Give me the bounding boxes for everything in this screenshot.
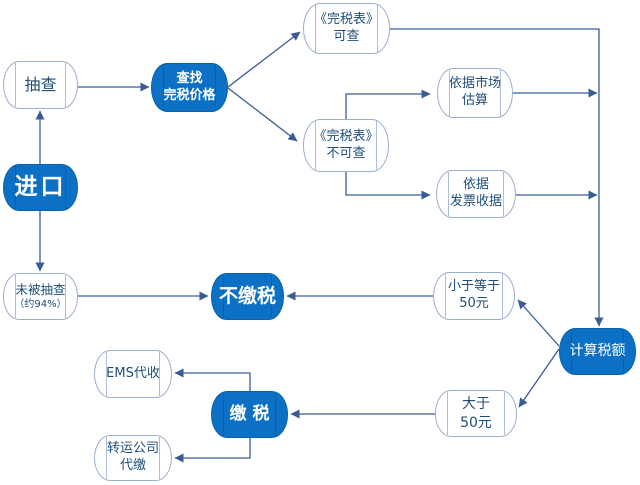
node-import-label: 进口 (14, 173, 67, 200)
node-pay-tax-label: 缴 税 (229, 404, 270, 425)
node-forwarder-pay: 转运公司 代缴 (94, 435, 172, 481)
node-table-available: 《完税表》 可查 (303, 3, 390, 54)
node-ems-collect-label: EMS代收 (106, 365, 160, 381)
node-pay-tax: 缴 税 (211, 391, 288, 438)
node-forwarder-pay-line1: 转运公司 (106, 441, 159, 457)
connector-calculate-tax-gt50 (518, 348, 560, 408)
node-invoice-receipt-line2: 发票收据 (449, 194, 502, 209)
node-invoice-receipt: 依据 发票收据 (436, 170, 516, 218)
node-table-available-line1: 《完税表》 (313, 11, 379, 27)
node-table-unavailable-line1: 《完税表》 (313, 128, 379, 144)
node-gt50: 大于 50元 (435, 390, 517, 437)
node-lte50: 小于等于 50元 (433, 272, 515, 320)
node-gt50-line2: 50元 (460, 414, 492, 431)
node-calculate-tax: 计算税额 (559, 328, 636, 375)
node-lte50-line2: 50元 (459, 296, 489, 311)
node-import: 进口 (3, 164, 78, 211)
connector-find-price-table-unavailable (227, 87, 298, 142)
node-not-checked-line1: 未被抽查 (15, 281, 66, 297)
node-lte50-line1: 小于等于 (447, 279, 500, 295)
connector-table-unavailable-invoice-receipt (345, 172, 431, 200)
node-forwarder-pay-line2: 代缴 (119, 458, 146, 473)
node-table-unavailable-line2: 不可查 (326, 145, 366, 161)
node-find-price-line1: 查找 (176, 70, 203, 86)
node-market-estimate-line2: 估算 (461, 93, 488, 108)
node-no-tax-label: 不缴税 (218, 285, 276, 308)
connector-pay-tax-ems (174, 368, 251, 391)
connector-table-unavailable-market-estimate (345, 89, 431, 119)
node-spot-check-label: 抽查 (24, 74, 57, 94)
node-calculate-tax-label: 计算税额 (569, 343, 626, 360)
node-not-checked: 未被抽查 （约94%） (3, 273, 78, 320)
node-table-available-line2: 可查 (333, 28, 360, 44)
connector-table-available-calculate-tax (390, 28, 604, 327)
node-spot-check: 抽查 (3, 61, 78, 109)
node-market-estimate: 依据市场 估算 (437, 68, 513, 118)
connector-pay-tax-forwarder (174, 438, 251, 463)
node-gt50-line1: 大于 (462, 396, 490, 413)
node-not-checked-line2: （约94%） (14, 299, 67, 311)
node-table-unavailable: 《完税表》 不可查 (303, 119, 389, 172)
connector-calculate-tax-lte50 (517, 299, 560, 347)
node-market-estimate-line1: 依据市场 (448, 76, 501, 92)
node-find-price: 查找 完税价格 (151, 63, 228, 112)
node-no-tax: 不缴税 (211, 273, 284, 320)
node-invoice-receipt-line1: 依据 (462, 177, 489, 193)
connector-find-price-table-available (227, 31, 301, 88)
node-ems-collect: EMS代收 (94, 350, 172, 398)
node-find-price-line2: 完税价格 (163, 87, 216, 103)
